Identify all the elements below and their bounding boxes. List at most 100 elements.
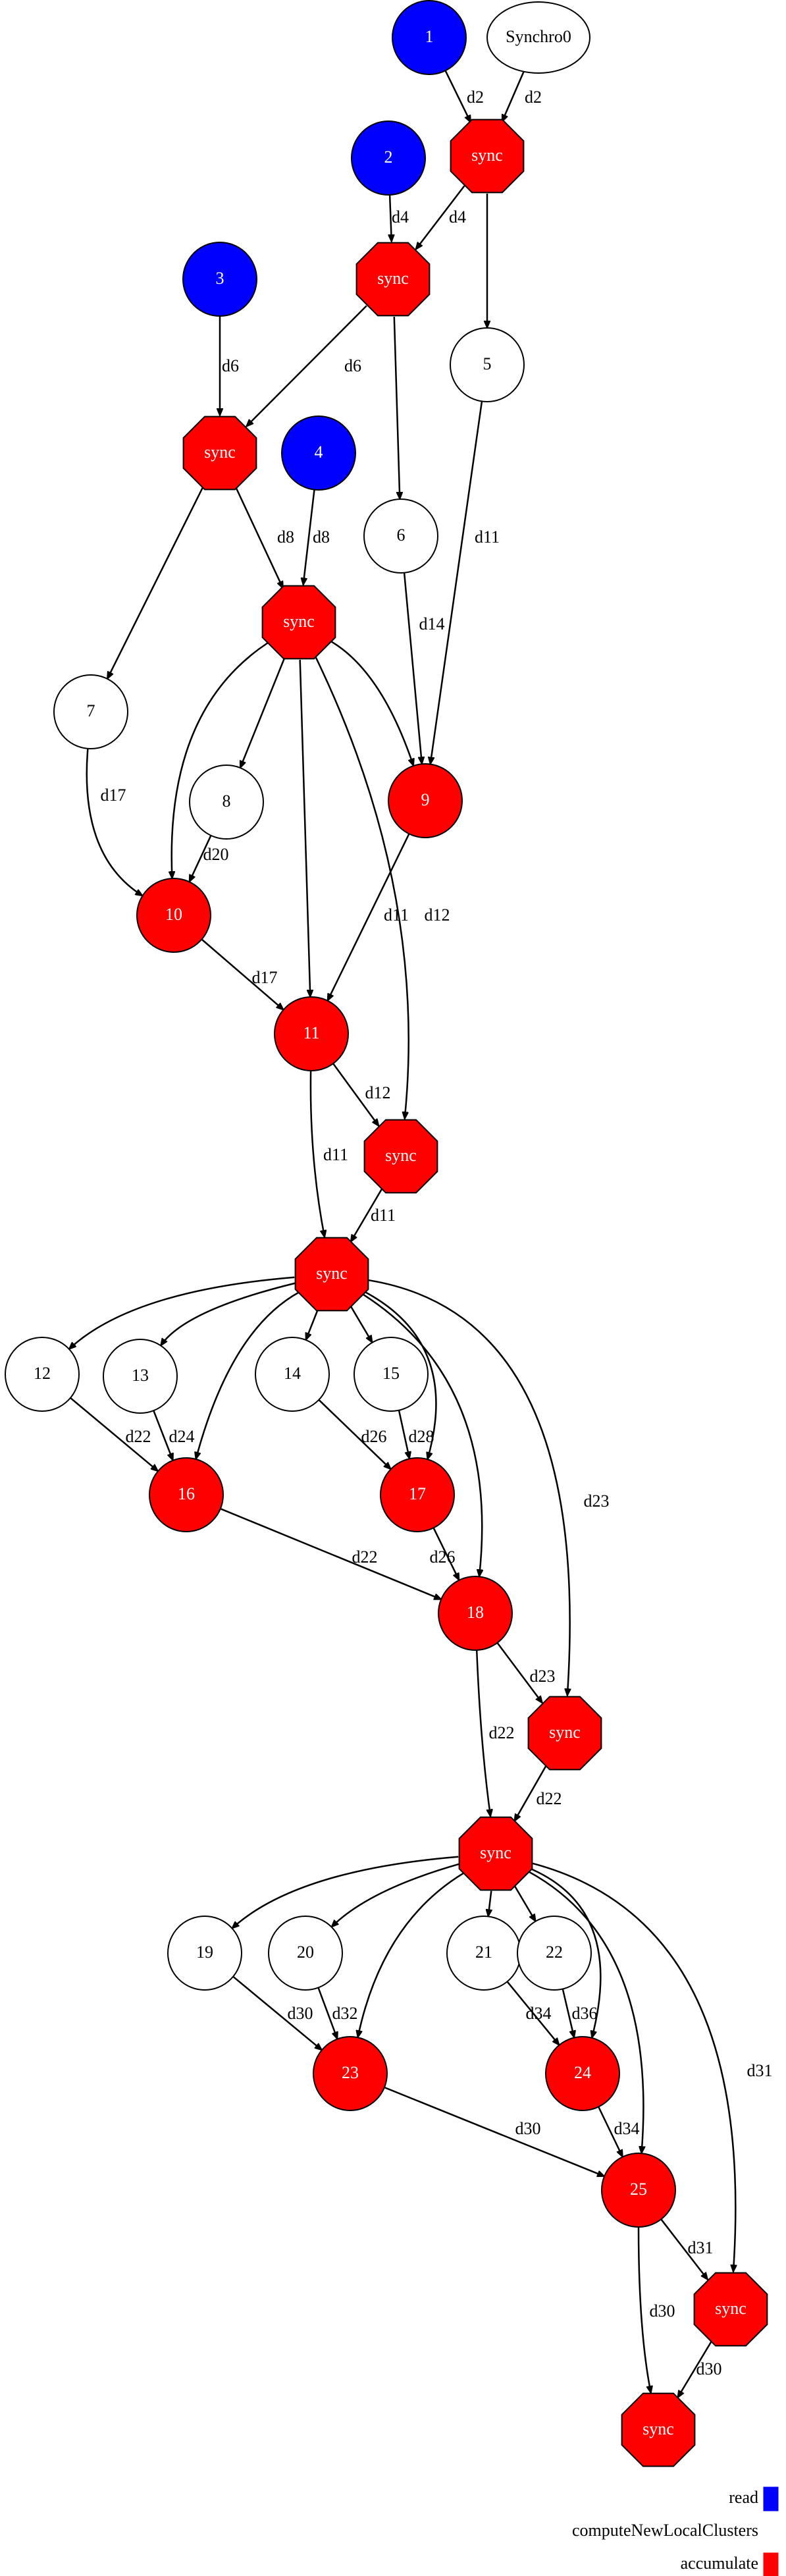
edge-label: d11: [371, 1206, 396, 1225]
edge-label: d17: [252, 968, 278, 987]
edge-label: d11: [323, 1145, 348, 1164]
node-circle: [354, 1337, 429, 1412]
edge-s3-s4: [234, 487, 284, 589]
node-circle: [5, 1337, 80, 1412]
task-node-2: 2: [351, 121, 426, 196]
task-node-13: 13: [103, 1339, 178, 1414]
edge-label: d23: [530, 1667, 556, 1686]
node-label: 6: [397, 525, 406, 545]
task-node-18: 18: [438, 1576, 513, 1651]
edges-layer: [69, 70, 735, 2398]
node-circle: [167, 1916, 242, 1991]
node-circle: [438, 1576, 513, 1651]
edge-label: d14: [419, 614, 445, 633]
node-circle: [601, 2153, 676, 2228]
task-node-Synchro0: Synchro0: [486, 1, 590, 74]
edge-label: d8: [313, 527, 330, 547]
sync-node: sync: [458, 1816, 533, 1891]
edge-n10-n11: [201, 938, 283, 1010]
edge-s8-n23: [358, 1872, 464, 2038]
edge-s6-s7: [368, 1279, 569, 1696]
node-circle: [450, 327, 525, 402]
node-label: 16: [178, 1484, 195, 1503]
node-label: 20: [297, 1943, 314, 1962]
task-node-11: 11: [274, 996, 349, 1071]
node-label: 12: [34, 1364, 51, 1383]
task-node-20: 20: [268, 1916, 343, 1991]
node-circle: [189, 765, 264, 840]
edge-n18-s8: [475, 1650, 490, 1817]
edge-n1-s1: [444, 70, 472, 122]
edge-s6-n18: [363, 1293, 482, 1576]
node-label: sync: [385, 1146, 417, 1165]
edge-n11-s5: [332, 1063, 379, 1126]
node-label: sync: [204, 443, 236, 462]
task-node-5: 5: [450, 327, 525, 402]
node-label: 25: [630, 2180, 647, 2199]
sync-node: sync: [182, 416, 257, 491]
sync-octagon: [363, 1119, 438, 1194]
sync-octagon: [182, 416, 257, 491]
node-label: 10: [165, 905, 182, 924]
edge-n2-s2: [390, 194, 392, 242]
edge-n20-n23: [317, 1987, 338, 2039]
edge-n5-n9: [431, 401, 483, 764]
edge-s4-n11: [299, 659, 311, 997]
edge-s4-s5: [314, 655, 409, 1119]
edge-label: d26: [361, 1427, 387, 1446]
edge-label: d23: [584, 1491, 610, 1511]
edge-n25-s9: [660, 2218, 708, 2280]
task-node-22: 22: [517, 1916, 592, 1991]
edge-nS0-s1: [501, 71, 525, 122]
edge-s4-n8: [239, 657, 286, 768]
edge-label: d6: [222, 356, 239, 375]
legend-item-accumulate: accumulate: [681, 2552, 779, 2576]
node-label: sync: [642, 2419, 674, 2438]
edge-label: d4: [449, 207, 466, 227]
edge-n9-n11: [327, 833, 410, 1000]
sync-node: sync: [261, 585, 336, 660]
node-label: 13: [132, 1366, 149, 1385]
sync-octagon: [294, 1237, 369, 1312]
edge-label: d30: [696, 2359, 722, 2378]
node-circle: [392, 0, 467, 75]
node-label: 24: [574, 2063, 591, 2082]
node-circle: [281, 416, 356, 491]
legend-swatch: [763, 2552, 779, 2576]
edge-label: d30: [515, 2119, 541, 2138]
edge-label: d8: [277, 527, 294, 547]
edge-label: d17: [101, 786, 126, 805]
edge-label: d22: [352, 1547, 378, 1567]
edge-label: d22: [126, 1427, 151, 1446]
node-circle: [351, 121, 426, 196]
node-label: Synchro0: [506, 27, 571, 46]
node-circle: [268, 1916, 343, 1991]
sync-octagon: [261, 585, 336, 660]
node-label: 9: [421, 790, 430, 809]
edge-label: d31: [688, 2238, 714, 2257]
task-node-7: 7: [53, 674, 128, 749]
task-node-14: 14: [255, 1337, 330, 1412]
edge-n23-n25: [384, 2086, 604, 2178]
node-label: sync: [377, 269, 409, 288]
node-label: sync: [549, 1723, 581, 1742]
sync-node: sync: [527, 1696, 602, 1771]
edge-n11-s6: [309, 1070, 325, 1237]
edge-label: d12: [365, 1083, 391, 1102]
task-node-12: 12: [5, 1337, 80, 1412]
task-node-3: 3: [182, 242, 257, 317]
edge-n24-n25: [598, 2106, 623, 2157]
task-node-6: 6: [363, 498, 438, 574]
sync-octagon: [450, 119, 525, 194]
edge-label: d34: [614, 2119, 640, 2138]
edge-n17-n18: [432, 1527, 460, 1580]
node-circle: [255, 1337, 330, 1412]
edge-label: d30: [650, 2301, 675, 2321]
sync-node: sync: [693, 2272, 768, 2347]
edge-s8-s9: [531, 1862, 735, 2272]
edge-label: d32: [332, 2004, 358, 2023]
edge-s8-n25: [528, 1871, 643, 2153]
node-label: 23: [342, 2063, 359, 2082]
edge-label: d12: [425, 905, 450, 925]
